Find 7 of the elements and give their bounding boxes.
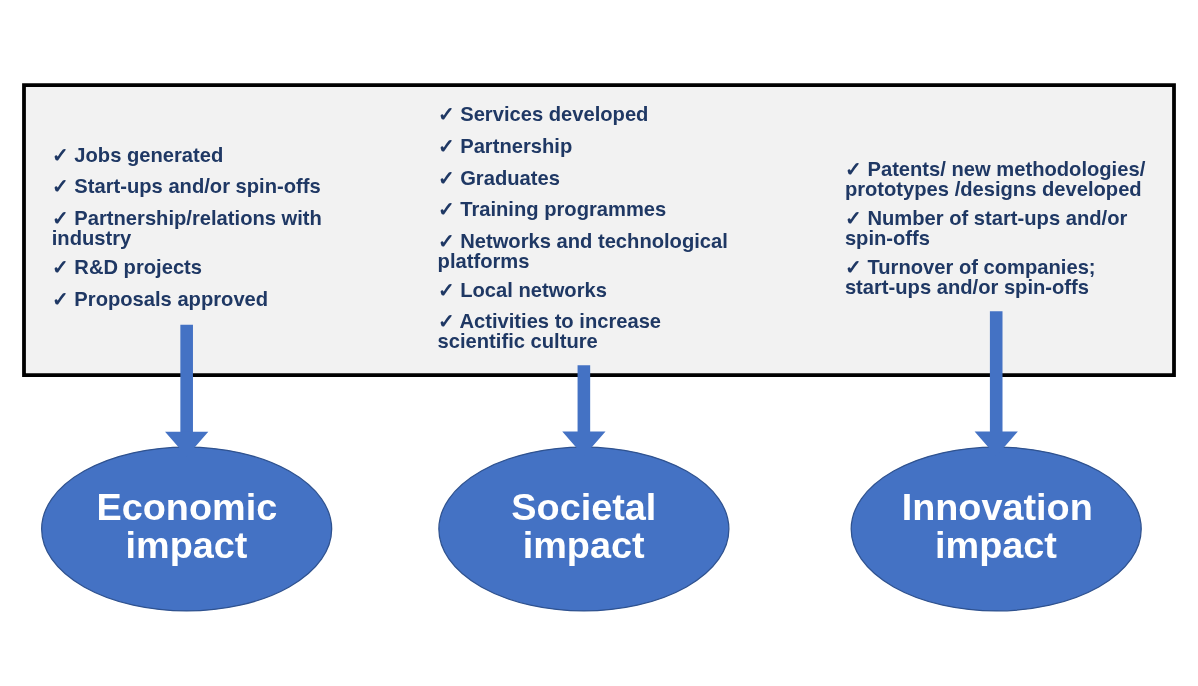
node-ellipse: Innovation impact xyxy=(850,446,1142,612)
node-text: ✓ Services developed ✓ Partnership ✓ Graduates ✓ Training programmes ✓ Networks and technological platforms ✓ Local networks ✓ Activities to increase scientific culture xyxy=(437,103,728,353)
node-ellipse: Societal impact xyxy=(438,446,730,612)
node-text: ✓ Jobs generated ✓ Start-ups and/or spin-offs ✓ Partnership/relations with industry ✓ R&D projects ✓ Proposals approved xyxy=(51,143,322,310)
node-ellipse: Economic impact xyxy=(41,446,333,612)
node-text: ✓ Patents/ new methodologies/ prototypes /designs developed ✓ Number of start-ups and/or spin-offs ✓ Turnover of companies; start-ups and/or spin-offs xyxy=(844,157,1146,299)
cluster xyxy=(22,83,1176,378)
